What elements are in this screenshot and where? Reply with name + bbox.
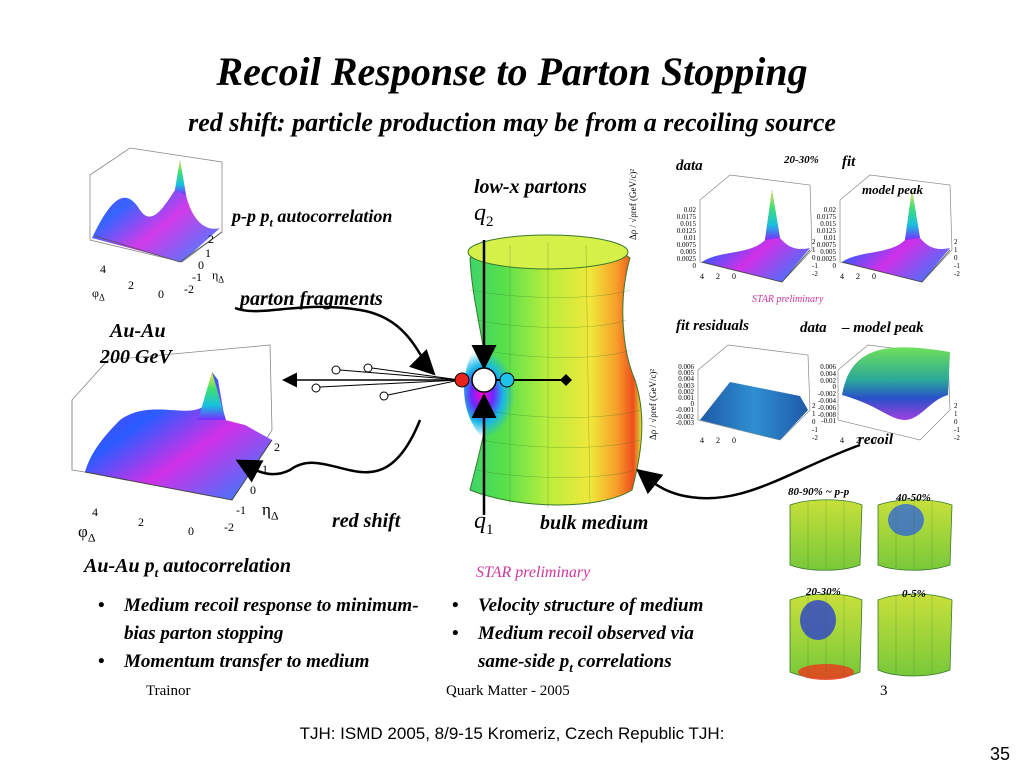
fit-label: fit: [842, 154, 856, 170]
recoil-arrow: [636, 443, 861, 500]
auau-eta-axis-label: ηΔ: [262, 500, 279, 523]
fit-residuals-label: fit residuals: [676, 318, 749, 334]
model-phi-ticks: 4 2 0: [840, 272, 876, 281]
auau-eta-tick: -1: [236, 503, 246, 517]
q2-label: q2: [474, 200, 494, 230]
bulk-medium-cylinder: [464, 234, 643, 508]
parton-fragments-arrow: [234, 305, 436, 376]
data-y-axis-label: Δρ / √ρref (GeV/c)²: [628, 168, 638, 240]
residual-y-axis-label: Δρ / √ρref (GeV/c)²: [648, 368, 658, 440]
pp-surface-plot: [89, 147, 223, 263]
collision-point-icon: [471, 367, 497, 393]
auau-phi-tick: 0: [188, 524, 194, 538]
slide-title: Recoil Response to Parton Stopping: [216, 49, 808, 94]
recoil-label: recoil: [858, 432, 893, 448]
residual-phi-ticks: 4 2 0: [700, 436, 736, 445]
auau-phi-tick: 2: [138, 515, 144, 529]
pp-eta-tick: 0: [198, 258, 204, 272]
pp-eta-tick: -1: [192, 270, 202, 284]
auau-autocorrelation-caption: Au-Au pt autocorrelation: [84, 555, 292, 580]
low-x-partons-label: low-x partons: [474, 176, 587, 198]
q1-label: q1: [474, 508, 494, 538]
minus-model-peak-label: – model peak: [842, 320, 924, 336]
data-surface-plot: [699, 174, 813, 283]
footer-conference: Quark Matter - 2005: [446, 683, 570, 699]
pp-eta-tick: 2: [208, 232, 214, 246]
data-minus-label: data: [800, 320, 827, 336]
auau-eta-tick: -2: [224, 520, 234, 534]
fit-residuals-plot: [697, 344, 811, 441]
centrality-cylinders: [789, 499, 953, 680]
cylinder-label-20-30: 20-30%: [806, 586, 841, 598]
data-phi-ticks: 4 2 0: [700, 272, 736, 281]
red-parton-dot: [454, 372, 470, 388]
recoil-phi-ticks: 4 2 0: [840, 436, 876, 445]
data-label: data: [676, 158, 703, 174]
red-shift-label: red shift: [332, 510, 401, 532]
pp-phi-tick: 2: [128, 278, 134, 292]
centrality-label: 20-30%: [784, 154, 819, 166]
auau-eta-tick: 0: [250, 483, 256, 497]
pp-eta-axis-label: ηΔ: [212, 268, 225, 285]
bullet-item: Medium recoil response to minimum-bias p…: [90, 592, 440, 648]
right-jet-diamond: [560, 374, 572, 386]
auau-label: Au-Au: [110, 320, 166, 342]
model-peak-surface-plot: [839, 174, 953, 283]
auau-phi-axis-label: φΔ: [78, 522, 96, 545]
cylinder-label-0-5: 0-5%: [902, 588, 926, 600]
slide-number: 35: [990, 744, 1011, 764]
bullet-item: Medium recoil observed via same-side pt …: [444, 620, 774, 682]
footer-page: 3: [880, 683, 888, 699]
bullet-item: Momentum transfer to medium: [90, 648, 440, 676]
pp-phi-tick: 0: [158, 287, 164, 301]
pp-autocorrelation-label: p-p pt autocorrelation: [232, 206, 393, 230]
pp-phi-tick: 4: [100, 262, 106, 276]
auau-eta-tick: 2: [274, 440, 280, 454]
footer-author: Trainor: [146, 683, 191, 699]
auau-eta-tick: 1: [262, 462, 268, 476]
red-shift-arrow: [235, 419, 422, 483]
left-bullet-list: Medium recoil response to minimum-bias p…: [90, 592, 440, 676]
bullet-item: Velocity structure of medium: [444, 592, 774, 620]
auau-phi-tick: 4: [92, 505, 98, 519]
slide-subtitle: red shift: particle production may be fr…: [188, 108, 836, 137]
bulk-medium-label: bulk medium: [540, 512, 649, 534]
parton-fragments-label: parton fragments: [240, 288, 383, 310]
cylinder-label-80-90: 80-90% ~ p-p: [788, 486, 850, 498]
right-bullet-list: Velocity structure of medium Medium reco…: [444, 592, 774, 682]
jet-fragments: [311, 363, 461, 401]
pp-eta-tick: 1: [205, 246, 211, 260]
pp-phi-axis-label: φΔ: [92, 286, 105, 303]
cyan-parton-dot: [499, 372, 515, 388]
pp-eta-tick: -2: [184, 282, 194, 296]
model-peak-label: model peak: [862, 182, 924, 197]
star-preliminary-label: STAR preliminary: [476, 564, 591, 581]
cylinder-label-40-50: 40-50%: [896, 492, 931, 504]
energy-label: 200 GeV: [100, 346, 172, 368]
star-preliminary-small: STAR preliminary: [752, 294, 824, 305]
slide-caption: TJH: ISMD 2005, 8/9-15 Kromeriz, Czech R…: [299, 724, 725, 743]
recoil-surface-plot: [837, 344, 951, 441]
